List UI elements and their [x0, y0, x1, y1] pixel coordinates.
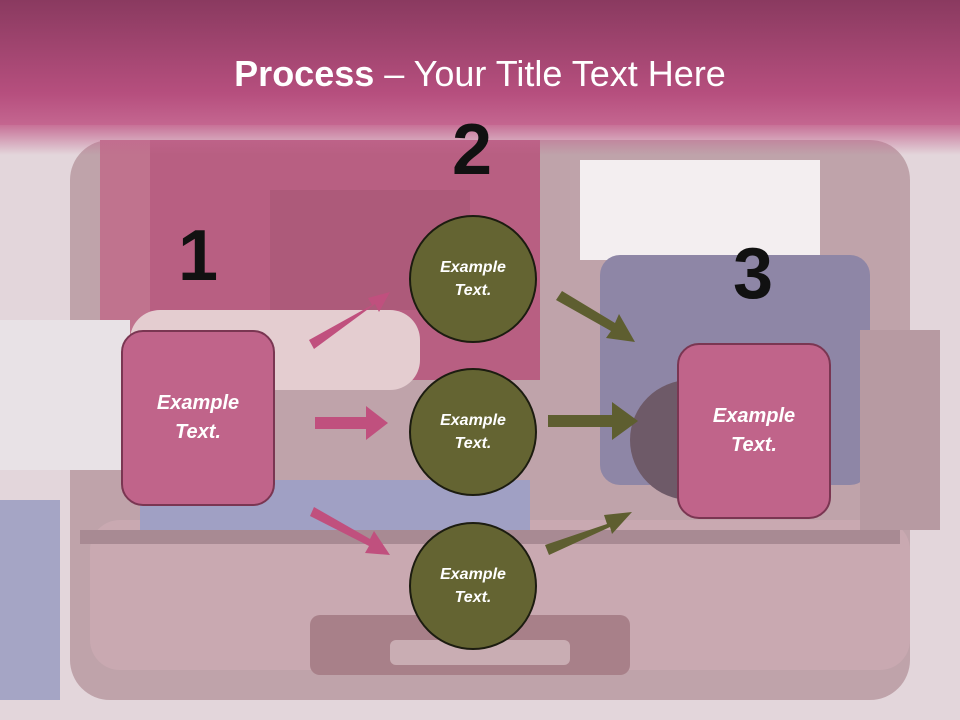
left-step-box: Example Text.: [121, 330, 275, 506]
step-number-1: 1: [177, 216, 219, 296]
circle-node-bottom: Example Text.: [409, 522, 537, 650]
right-step-box: Example Text.: [677, 343, 831, 519]
step-number-3: 3: [732, 234, 774, 314]
circle-node-middle: Example Text.: [409, 368, 537, 496]
slide-title: Process – Your Title Text Here: [0, 52, 960, 96]
step-number-2: 2: [451, 110, 493, 190]
title-rest: – Your Title Text Here: [374, 53, 726, 94]
circle-node-top: Example Text.: [409, 215, 537, 343]
title-bold: Process: [234, 53, 375, 94]
